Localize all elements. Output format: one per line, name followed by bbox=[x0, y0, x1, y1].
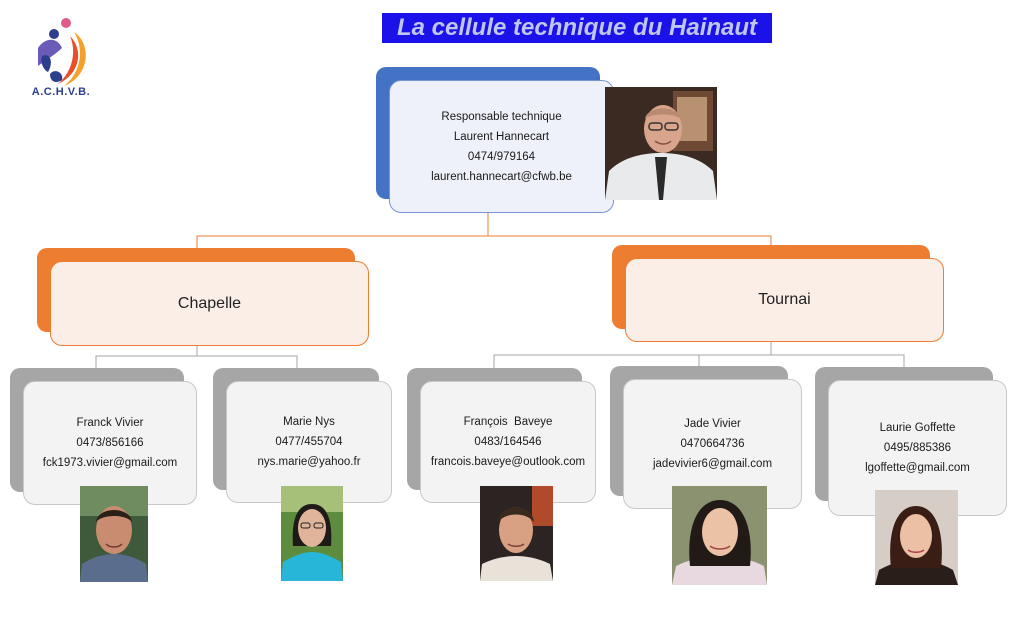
head-box: Responsable technique Laurent Hannecart … bbox=[389, 80, 614, 213]
member-name: Franck Vivier bbox=[76, 417, 144, 429]
head-role: Responsable technique bbox=[441, 110, 562, 123]
member-photo-marie bbox=[281, 486, 343, 581]
achvb-logo bbox=[38, 18, 86, 86]
member-name: François Baveye bbox=[463, 416, 553, 428]
member-photo-franck bbox=[80, 486, 148, 582]
head-email: laurent.hannecart@cfwb.be bbox=[431, 170, 572, 183]
logo-text: A.C.H.V.B. bbox=[31, 86, 91, 98]
site-box-chapelle: Chapelle bbox=[50, 261, 369, 346]
member-name: Laurie Goffette bbox=[879, 422, 956, 434]
member-photo-francois bbox=[480, 486, 553, 581]
member-phone: 0495/885386 bbox=[883, 442, 952, 454]
page-title: La cellule technique du Hainaut bbox=[382, 13, 772, 43]
site-label-tournai: Tournai bbox=[758, 291, 811, 308]
site-label-chapelle: Chapelle bbox=[177, 294, 242, 312]
member-email: francois.baveye@outlook.com bbox=[430, 456, 586, 468]
level2-connectors bbox=[95, 342, 905, 368]
head-photo bbox=[605, 87, 717, 200]
member-phone: 0477/455704 bbox=[275, 436, 343, 448]
member-phone: 0483/164546 bbox=[474, 436, 542, 448]
member-photo-laurie bbox=[875, 490, 958, 585]
member-phone: 0470664736 bbox=[680, 438, 745, 450]
member-email: lgoffette@gmail.com bbox=[865, 462, 970, 474]
member-email: fck1973.vivier@gmail.com bbox=[42, 457, 178, 469]
member-email: nys.marie@yahoo.fr bbox=[257, 456, 361, 468]
site-box-tournai: Tournai bbox=[625, 258, 944, 342]
member-name: Jade Vivier bbox=[684, 418, 741, 430]
level1-connectors bbox=[196, 213, 772, 248]
member-box-franck-vivier: Franck Vivier 0473/856166 fck1973.vivier… bbox=[23, 381, 197, 505]
head-name: Laurent Hannecart bbox=[453, 130, 550, 143]
member-phone: 0473/856166 bbox=[76, 437, 144, 449]
member-box-francois-baveye: François Baveye 0483/164546 francois.bav… bbox=[420, 381, 596, 503]
member-name: Marie Nys bbox=[283, 416, 335, 428]
head-phone: 0474/979164 bbox=[467, 150, 536, 163]
member-box-marie-nys: Marie Nys 0477/455704 nys.marie@yahoo.fr bbox=[226, 381, 392, 503]
member-photo-jade bbox=[672, 486, 767, 585]
member-email: jadevivier6@gmail.com bbox=[652, 458, 773, 470]
